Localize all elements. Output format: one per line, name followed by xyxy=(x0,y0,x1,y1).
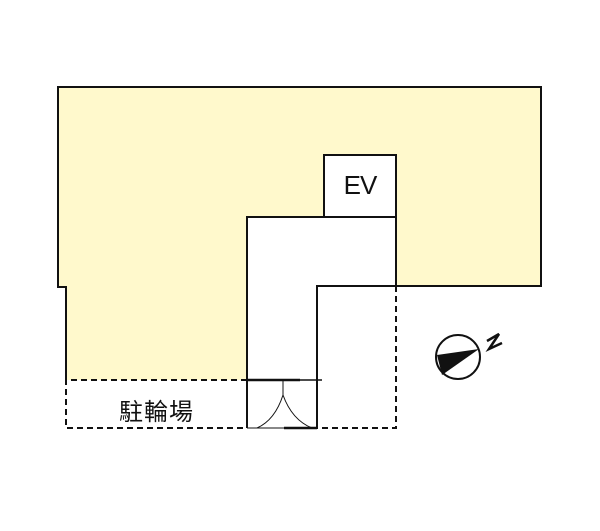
bicycle-parking-boundary xyxy=(65,379,247,429)
hall-wall xyxy=(246,216,397,428)
covered-area-boundary xyxy=(317,286,397,429)
double-door-icon xyxy=(247,378,322,430)
hall-inner-wall xyxy=(316,285,396,428)
bicycle-parking-label: 駐輪場 xyxy=(119,398,194,426)
north-label: N xyxy=(484,333,485,334)
north-arrow-icon xyxy=(435,332,503,380)
building-area xyxy=(58,87,541,380)
building-outline xyxy=(57,86,542,380)
elevator-label: EV xyxy=(343,170,378,200)
